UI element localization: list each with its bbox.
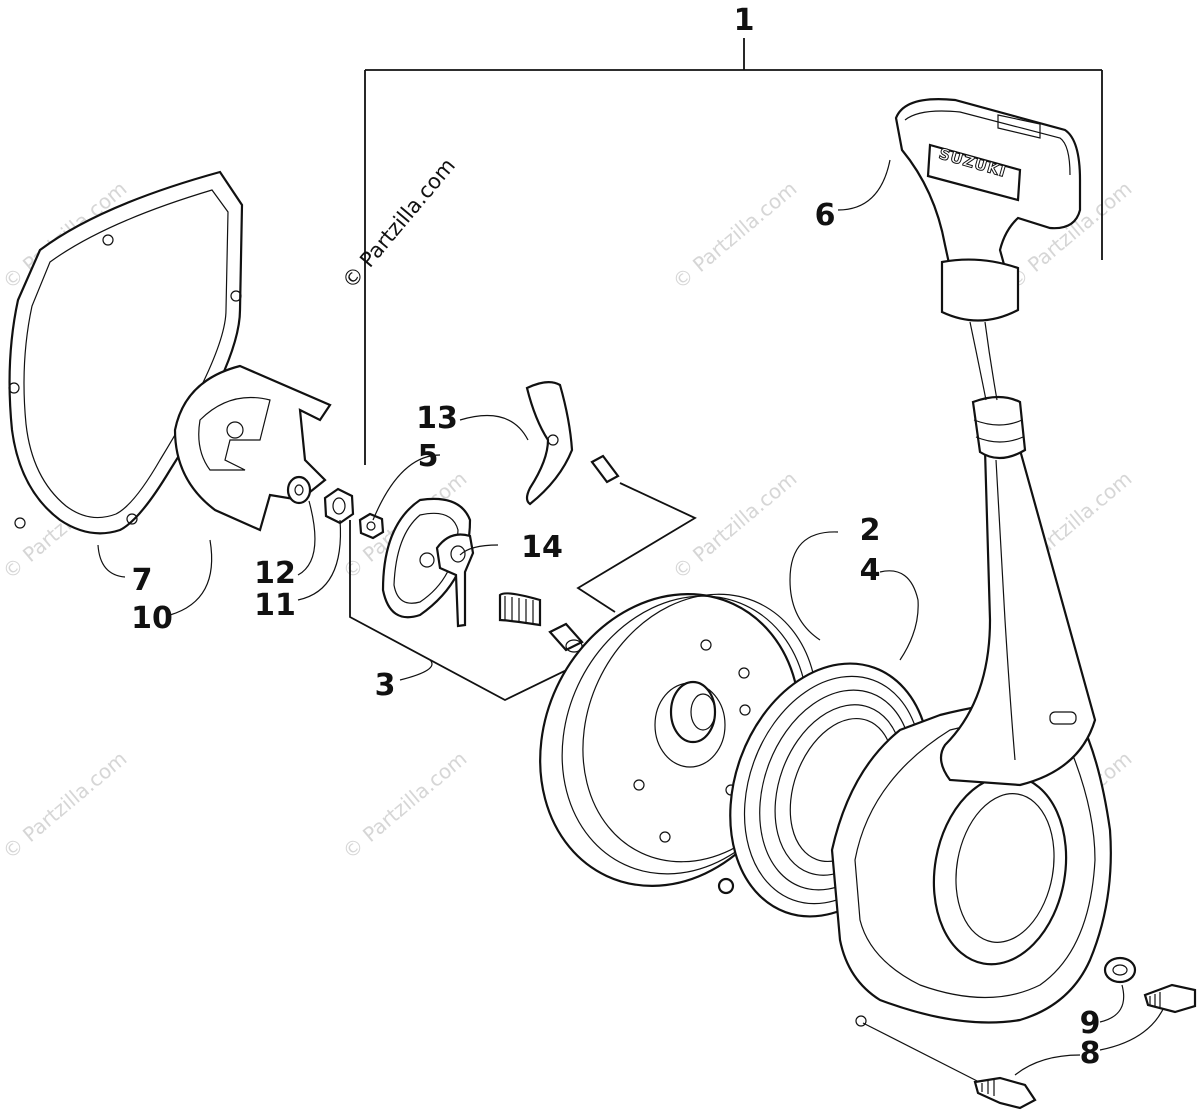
spacer-bushing [548,622,584,653]
assembly-bracket [364,38,1103,465]
watermark-5: © Partzilla.com [338,746,472,864]
callout-2: 2 [860,513,881,548]
ratchet-pawl [525,381,574,506]
watermark-3: © Partzilla.com [0,746,131,864]
callout-6: 6 [815,198,836,233]
callout-5: 5 [418,439,439,474]
watermark-main: © Partzilla.com [337,154,460,294]
callout-9: 9 [1080,1006,1101,1041]
washer-9 [1103,956,1137,984]
guide-pin [590,454,620,484]
callout-4: 4 [860,553,881,588]
friction-plate [381,497,475,628]
callout-8: 8 [1080,1036,1101,1071]
callout-10: 10 [131,601,173,636]
callout-11: 11 [254,588,296,623]
starter-housing [830,698,1112,1027]
leader-lines [97,159,1166,1086]
callout-7: 7 [132,563,153,598]
bolt-8-left [973,1076,1037,1110]
watermark-7: © Partzilla.com [668,466,802,584]
starter-pulley-drum [173,364,332,532]
starter-rope [969,321,998,401]
nut-5 [358,512,385,540]
callout-14: 14 [521,530,563,565]
bolt-8-right [1143,983,1197,1014]
callout-12: 12 [254,556,296,591]
callout-3: 3 [375,668,396,703]
starter-handle: SUZUKI [894,98,1082,322]
return-spring [498,592,542,627]
callout-13: 13 [416,401,458,436]
washer-12 [286,475,312,505]
rope-guide-arm [939,395,1097,787]
callout-numbers: 1 2 3 4 5 6 7 8 9 10 11 12 13 14 [131,3,1100,1071]
nut-11 [323,487,355,525]
watermark-6: © Partzilla.com [668,176,802,294]
callout-1: 1 [734,3,755,38]
